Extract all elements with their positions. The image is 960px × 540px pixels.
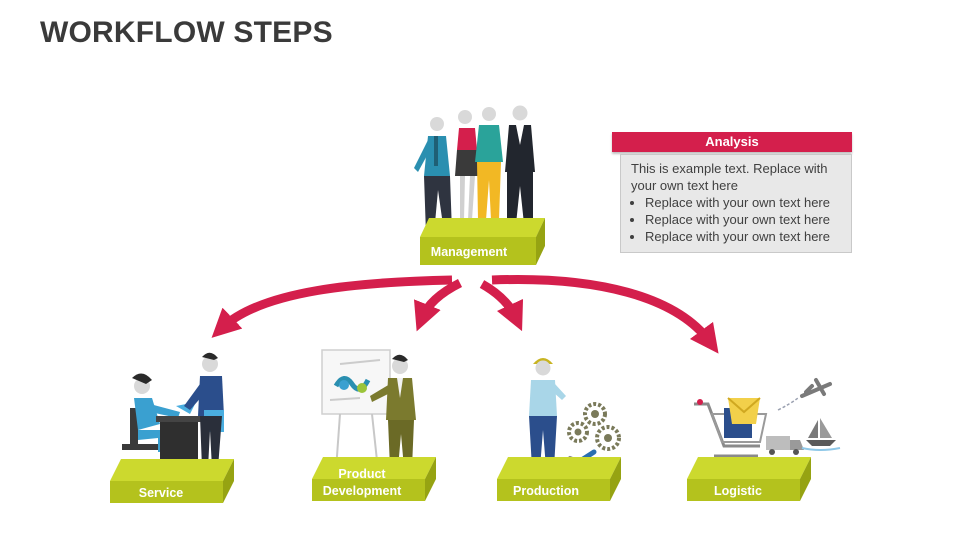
logistic-platform: Logistic xyxy=(687,457,811,501)
bullet-item: Replace with your own text here xyxy=(645,194,841,211)
step-label: Production xyxy=(513,484,579,498)
arrow-icon xyxy=(491,275,719,354)
truck-icon xyxy=(766,436,804,455)
product-development-platform: Product Development xyxy=(312,457,436,501)
analysis-bullets: Replace with your own text here Replace … xyxy=(631,194,841,245)
management-label: Management xyxy=(431,245,508,259)
service-platform: Service xyxy=(110,459,234,503)
arrow-icon xyxy=(413,278,463,332)
handshake-icon xyxy=(122,352,224,469)
step-label: Service xyxy=(139,486,184,500)
step-label: Development xyxy=(323,484,402,498)
step-label: Logistic xyxy=(714,484,762,498)
bullet-item: Replace with your own text here xyxy=(645,211,841,228)
step-label: Product xyxy=(338,467,386,481)
worker-icon xyxy=(529,358,566,468)
analysis-text: This is example text. Replace with your … xyxy=(631,161,828,193)
management-platform: Management xyxy=(420,218,545,265)
airplane-icon xyxy=(777,378,832,411)
gears-icon xyxy=(567,402,621,451)
analysis-callout: Analysis This is example text. Replace w… xyxy=(612,132,852,253)
analysis-body: This is example text. Replace with your … xyxy=(620,154,852,253)
arrow-icon xyxy=(211,275,453,338)
bullet-item: Replace with your own text here xyxy=(645,228,841,245)
presentation-board-icon xyxy=(321,349,416,471)
analysis-header: Analysis xyxy=(612,132,852,152)
slide-title: WORKFLOW STEPS xyxy=(40,16,333,49)
flow-arrows xyxy=(211,275,719,354)
production-platform: Production xyxy=(497,457,621,501)
boat-icon xyxy=(801,418,841,451)
arrow-icon xyxy=(479,280,524,332)
team-icon xyxy=(414,105,535,234)
